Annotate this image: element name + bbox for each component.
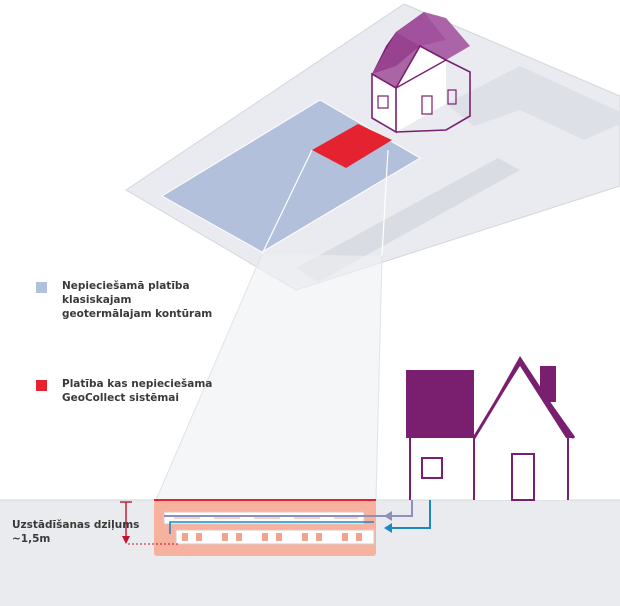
depth-marker bbox=[120, 501, 180, 545]
legend-classic-line1: Nepieciešamā platība bbox=[62, 280, 190, 292]
return-pipe bbox=[386, 500, 431, 529]
legend-classic-line3: geotermālajam kontūram bbox=[62, 308, 213, 320]
legend-classic-line2: klasiskajam bbox=[62, 294, 132, 306]
door bbox=[511, 453, 535, 501]
legend-swatch-classic bbox=[36, 282, 47, 293]
legend-geocollect-line2: GeoCollect sistēmai bbox=[62, 392, 179, 404]
projection-line bbox=[381, 149, 389, 257]
legend-geocollect-label: Platība kas nepieciešama GeoCollect sist… bbox=[62, 377, 212, 405]
chimney bbox=[540, 366, 556, 402]
projection-edge bbox=[155, 253, 263, 501]
legend-swatch-geocollect bbox=[36, 380, 47, 391]
projection-line bbox=[261, 149, 313, 255]
geocollect-collector bbox=[154, 499, 431, 556]
legend-geocollect-line1: Platība kas nepieciešama bbox=[62, 378, 213, 390]
path-strip bbox=[296, 158, 520, 282]
isometric-house bbox=[371, 12, 471, 134]
depth-label-line2: ~1,5m bbox=[12, 533, 51, 545]
window bbox=[421, 457, 443, 479]
geocollect-area bbox=[312, 124, 392, 168]
isometric-plot bbox=[125, 3, 620, 291]
collector-zone bbox=[154, 500, 376, 556]
depth-label-line1: Uzstādīšanas dziļums bbox=[12, 519, 140, 531]
depth-label: Uzstādīšanas dziļums ~1,5m bbox=[12, 518, 139, 546]
driveway bbox=[446, 66, 620, 140]
projection-beam bbox=[156, 254, 382, 500]
projection-edge bbox=[375, 255, 383, 501]
legend-classic-label: Nepieciešamā platība klasiskajam geoterm… bbox=[62, 279, 212, 321]
house bbox=[406, 356, 576, 501]
